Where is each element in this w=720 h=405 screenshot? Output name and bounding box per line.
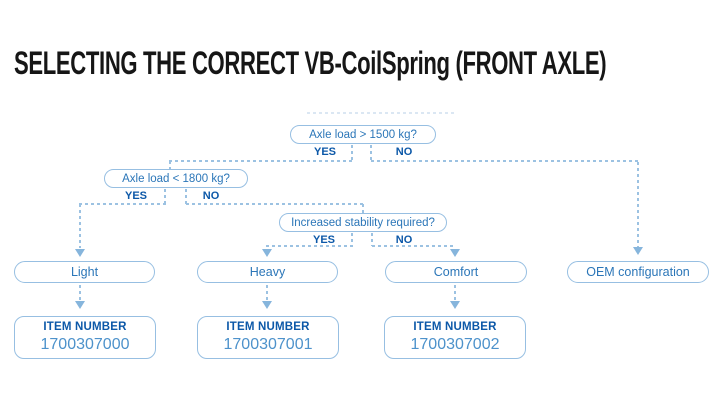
outcome-label: Heavy (249, 265, 286, 279)
item-number-box-comfort: ITEM NUMBER 1700307002 (384, 316, 526, 359)
item-number-label: ITEM NUMBER (226, 321, 310, 333)
connector-d1-yes-drop (351, 145, 353, 161)
item-number-value: 1700307001 (223, 336, 313, 353)
branch-label-no: NO (395, 146, 413, 158)
arrowhead-down-icon (450, 249, 460, 257)
outcome-label: Comfort (433, 265, 479, 279)
page-title: SELECTING THE CORRECT VB-CoilSpring (FRO… (14, 45, 607, 81)
item-number-box-light: ITEM NUMBER 1700307000 (14, 316, 156, 359)
connector-d1-no-drop (370, 145, 372, 161)
connector-d3-no-horizontal (372, 245, 456, 247)
arrowhead-down-icon (262, 301, 272, 309)
item-number-label: ITEM NUMBER (43, 321, 127, 333)
outcome-light: Light (14, 261, 155, 283)
connector-d1-no-horizontal (371, 160, 638, 162)
branch-label-yes: YES (313, 146, 336, 158)
outcome-label: Light (70, 265, 99, 279)
arrowhead-down-icon (450, 301, 460, 309)
connector-d3-yes-horizontal (266, 245, 353, 247)
decision-axle-load-1800: Axle load < 1800 kg? (104, 169, 248, 188)
connector-comfort-item (454, 285, 456, 300)
connector-heavy-item (266, 285, 268, 300)
connector-d1-yes-horizontal (169, 160, 352, 162)
outcome-oem-configuration: OEM configuration (567, 261, 709, 283)
connector-d2-no-drop (185, 189, 187, 204)
branch-label-no: NO (202, 190, 220, 202)
arrowhead-down-icon (75, 249, 85, 257)
arrowhead-down-icon (75, 301, 85, 309)
decision-question: Increased stability required? (291, 216, 435, 229)
connector-to-oem (637, 162, 639, 247)
connector-d3-yes-drop (351, 233, 353, 246)
outcome-heavy: Heavy (197, 261, 338, 283)
item-number-value: 1700307000 (40, 336, 130, 353)
branch-label-yes: YES (124, 190, 147, 202)
item-number-value: 1700307002 (410, 336, 500, 353)
connector-d2-yes-drop (164, 189, 166, 204)
decision-question: Axle load > 1500 kg? (309, 128, 417, 141)
item-number-box-heavy: ITEM NUMBER 1700307001 (197, 316, 339, 359)
connector-into-d3 (362, 204, 364, 214)
decision-increased-stability: Increased stability required? (279, 213, 447, 232)
arrowhead-down-icon (633, 247, 643, 255)
connector-top-remnant (307, 112, 455, 114)
connector-d2-yes-horizontal (79, 203, 166, 205)
item-number-label: ITEM NUMBER (413, 321, 497, 333)
connector-d3-no-drop (371, 233, 373, 246)
outcome-label: OEM configuration (586, 265, 690, 279)
connector-into-d2 (169, 161, 171, 170)
outcome-comfort: Comfort (385, 261, 527, 283)
decision-question: Axle load < 1800 kg? (122, 172, 230, 185)
connector-d2-no-horizontal (186, 203, 364, 205)
branch-label-yes: YES (312, 234, 335, 246)
arrowhead-down-icon (262, 249, 272, 257)
connector-to-light (79, 204, 81, 248)
decision-axle-load-1500: Axle load > 1500 kg? (290, 125, 436, 144)
connector-light-item (79, 285, 81, 300)
branch-label-no: NO (395, 234, 413, 246)
